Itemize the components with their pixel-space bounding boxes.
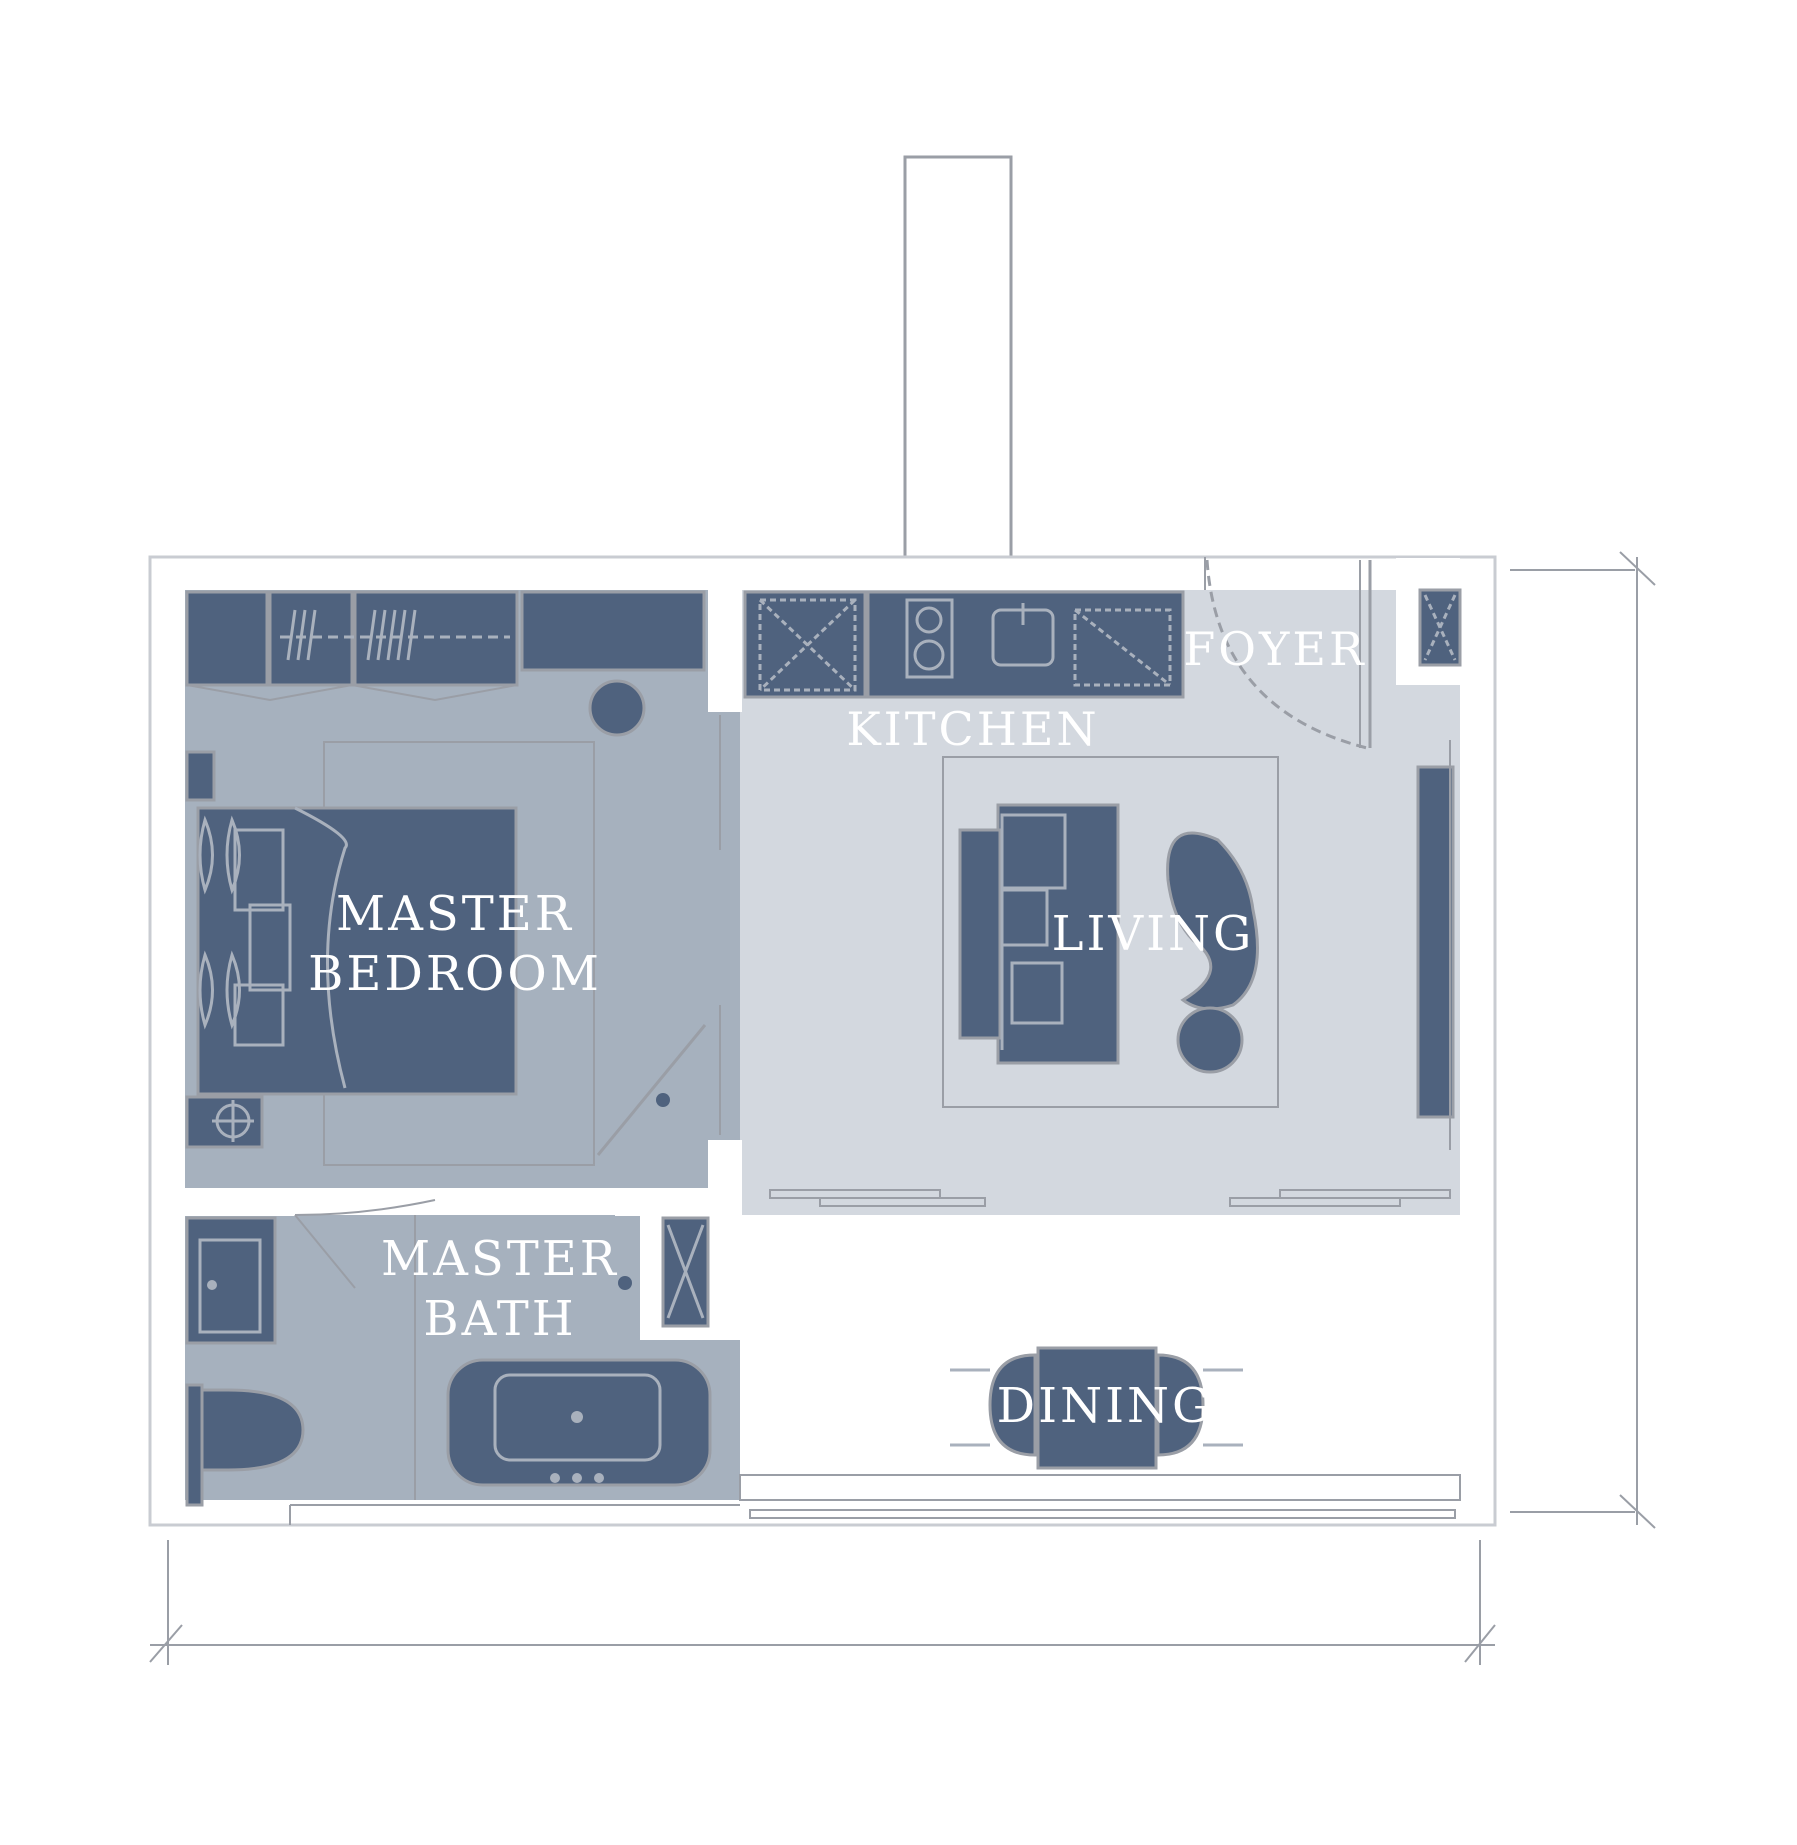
round-side-table — [588, 679, 646, 737]
label-master-bedroom-line2: BEDROOM — [308, 946, 602, 1002]
sliding-doors — [769, 1189, 1451, 1207]
top-shaft — [903, 155, 1013, 559]
coffee-table — [1166, 831, 1259, 1011]
dining-chair-right — [1156, 1353, 1205, 1457]
kitchen-counter — [866, 590, 1185, 699]
sofa — [996, 803, 1120, 1065]
bath-wall — [185, 1188, 295, 1216]
partition-wall — [708, 590, 742, 712]
cooktop-icon — [905, 598, 954, 679]
label-foyer: FOYER — [1183, 622, 1366, 676]
toilet — [188, 1388, 305, 1472]
dining-table — [1036, 1346, 1158, 1470]
pillows — [198, 806, 348, 1089]
bath-wall-right — [615, 1188, 740, 1216]
sofa-cushions — [1000, 813, 1067, 1050]
wardrobe-1 — [185, 590, 269, 687]
living-rug — [942, 756, 1279, 1108]
tv-console — [1416, 765, 1455, 1119]
wardrobe-4 — [520, 590, 706, 672]
label-living: LIVING — [1052, 906, 1255, 962]
foyer-door-swing — [1205, 559, 1368, 750]
nightstand-top — [185, 750, 216, 802]
label-master-bedroom-line1: MASTER — [336, 886, 574, 942]
lamp-icon — [212, 1100, 254, 1142]
label-master-bath-line1: MASTER — [381, 1231, 619, 1287]
balcony-rail — [739, 1474, 1461, 1501]
dishwasher-icon — [1073, 608, 1172, 687]
label-master-bath-line2: BATH — [423, 1291, 576, 1347]
label-dining: DINING — [997, 1378, 1214, 1434]
dining-chair-left — [988, 1353, 1037, 1457]
sink-icon — [991, 603, 1055, 667]
dimension-lines — [149, 551, 1656, 1665]
sofa-back — [958, 828, 1002, 1040]
stool — [1176, 1006, 1244, 1074]
hanger-icons — [286, 609, 417, 661]
label-kitchen: KITCHEN — [846, 702, 1099, 756]
